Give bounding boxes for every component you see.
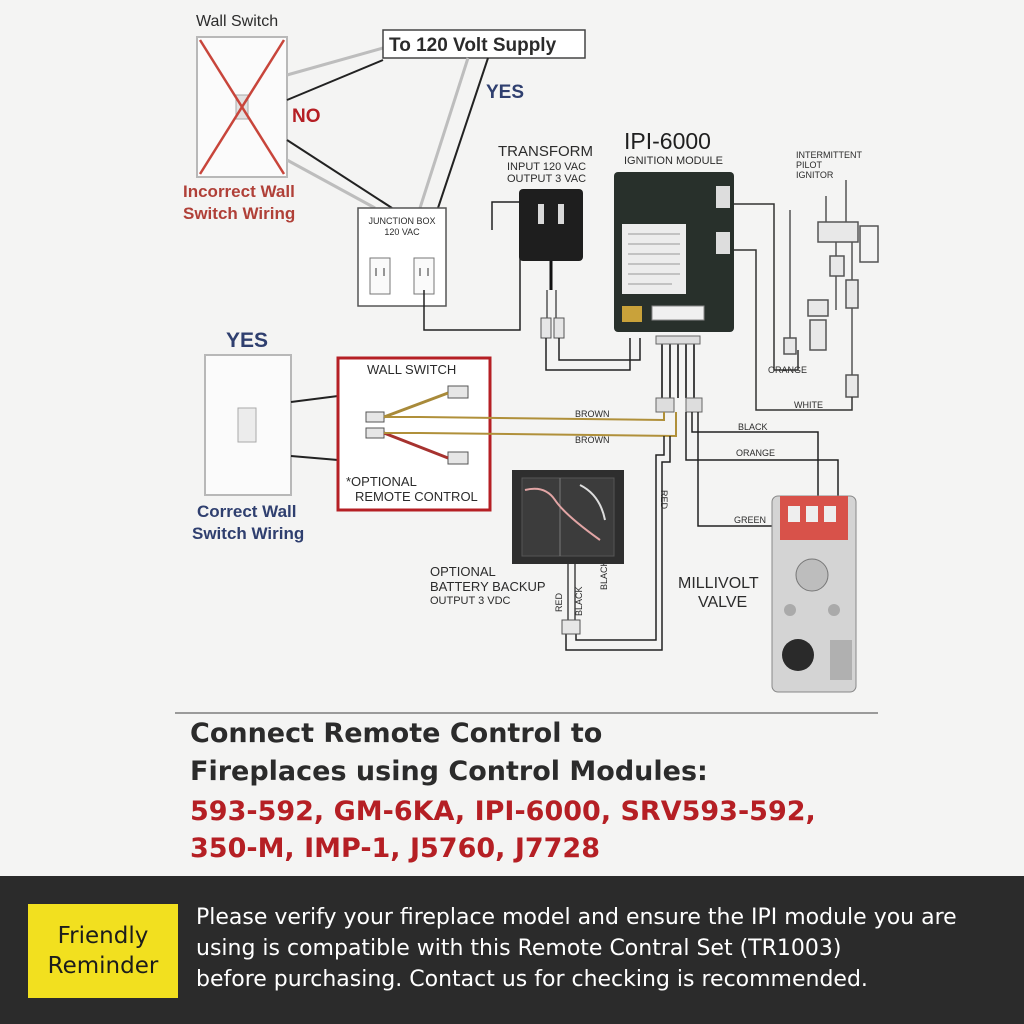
pilot-ignitor xyxy=(783,180,879,398)
wall-switch-box-label: WALL SWITCH xyxy=(367,362,456,377)
battery-label-3: OUTPUT 3 VDC xyxy=(430,595,511,607)
ignitor-label-3: IGNITOR xyxy=(796,170,834,180)
module-subtitle: IGNITION MODULE xyxy=(624,155,723,167)
white-label: WHITE xyxy=(794,400,823,410)
battery-label-1: OPTIONAL xyxy=(430,564,496,579)
red-small-label: RED xyxy=(554,592,564,612)
wall-switch-top-label: Wall Switch xyxy=(196,13,278,30)
incorrect-wiring-label-2: Switch Wiring xyxy=(183,204,295,223)
supply-label-box xyxy=(382,29,586,59)
reminder-line-2: using is compatible with this Remote Con… xyxy=(196,936,842,961)
valve-label-1: MILLIVOLT xyxy=(678,575,759,592)
transform-output: OUTPUT 3 VAC xyxy=(507,173,586,185)
brown-label-1: BROWN xyxy=(575,409,610,419)
module-title: IPI-6000 xyxy=(624,128,711,154)
transform-title: TRANSFORM xyxy=(498,143,593,160)
orange-top-label: ORANGE xyxy=(768,365,807,375)
battery-label-2: BATTERY BACKUP xyxy=(430,579,546,594)
heading-line-2: Fireplaces using Control Modules: xyxy=(190,756,708,787)
red-vert-label: RED xyxy=(659,490,669,510)
junction-box-label-1: JUNCTION BOX xyxy=(368,216,435,226)
heading-line-1: Connect Remote Control to xyxy=(190,718,603,749)
yes-top-label: YES xyxy=(486,82,524,103)
supply-label: To 120 Volt Supply xyxy=(389,35,557,56)
correct-wiring-label-2: Switch Wiring xyxy=(192,524,304,543)
junction-box-label-2: 120 VAC xyxy=(384,227,420,237)
reminder-line-1: Please verify your fireplace model and e… xyxy=(196,905,957,930)
badge-line-2: Reminder xyxy=(47,953,159,979)
black-small-label: BLACK xyxy=(574,586,584,616)
friendly-reminder-badge: Friendly Reminder xyxy=(28,904,178,998)
black-label: BLACK xyxy=(738,422,768,432)
ignitor-label-1: INTERMITTENT xyxy=(796,150,862,160)
transform-input: INPUT 120 VAC xyxy=(507,161,586,173)
incorrect-wiring-label-1: Incorrect Wall xyxy=(183,182,295,201)
orange-mid-label: ORANGE xyxy=(736,448,775,458)
optional-remote-label-2: REMOTE CONTROL xyxy=(355,489,478,504)
reminder-line-3: before purchasing. Contact us for checki… xyxy=(196,967,868,992)
battery-backup xyxy=(512,470,624,635)
transformer-body xyxy=(519,189,583,261)
no-label: NO xyxy=(292,106,321,127)
badge-line-1: Friendly xyxy=(57,923,149,949)
yes-left-label: YES xyxy=(226,329,268,352)
valve-label-2: VALVE xyxy=(698,594,747,611)
green-label: GREEN xyxy=(734,515,766,525)
black-vert-label: BLACK xyxy=(599,560,609,590)
brown-label-2: BROWN xyxy=(575,435,610,445)
ignitor-label-2: PILOT xyxy=(796,160,823,170)
wiring-diagram: Wall Switch NO Incorrect Wall Switch Wir… xyxy=(183,13,879,693)
millivolt-valve xyxy=(771,495,857,693)
divider xyxy=(175,712,878,714)
correct-wiring-label-1: Correct Wall xyxy=(197,502,297,521)
models-line-1: 593-592, GM-6KA, IPI-6000, SRV593-592, xyxy=(190,796,816,827)
models-line-2: 350-M, IMP-1, J5760, J7728 xyxy=(190,833,601,864)
optional-remote-label-1: *OPTIONAL xyxy=(346,474,417,489)
